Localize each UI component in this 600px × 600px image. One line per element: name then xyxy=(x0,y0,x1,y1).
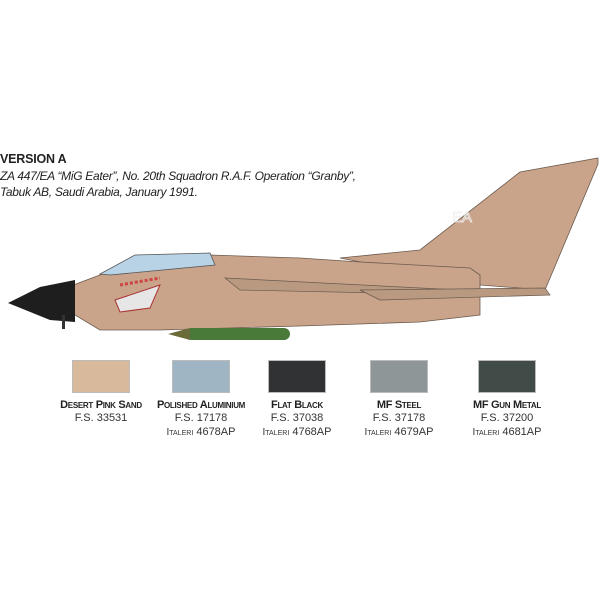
swatch-mf-gun-metal: MF Gun Metal F.S. 37200 Italeri 4681AP xyxy=(452,360,562,440)
tail-fin xyxy=(339,157,599,291)
description-line-1: ZA 447/EA “MiG Eater”, No. 20th Squadron… xyxy=(0,169,356,183)
fs-code: F.S. 17178 xyxy=(174,412,228,424)
italeri-code: Italeri 4679AP xyxy=(364,426,434,438)
version-description: ZA 447/EA “MiG Eater”, No. 20th Squadron… xyxy=(0,168,360,200)
color-chip xyxy=(72,360,130,393)
color-chip xyxy=(478,360,536,393)
color-chip xyxy=(268,360,326,393)
swatch-flat-black: Flat Black F.S. 37038 Italeri 4768AP xyxy=(242,360,352,440)
italeri-code: Italeri 4678AP xyxy=(166,426,236,438)
italeri-code: Italeri 4681AP xyxy=(472,426,542,438)
description-line-2: Tabuk AB, Saudi Arabia, January 1991. xyxy=(0,185,198,199)
fs-code: F.S. 33531 xyxy=(74,412,128,424)
bomb xyxy=(185,328,290,340)
fs-code: F.S. 37038 xyxy=(270,412,324,424)
color-chip xyxy=(370,360,428,393)
paint-name: Polished Aluminium xyxy=(156,399,246,411)
nose-radome xyxy=(8,280,75,322)
swatch-mf-steel: MF Steel F.S. 37178 Italeri 4679AP xyxy=(344,360,454,440)
swatch-polished-aluminium: Polished Aluminium F.S. 17178 Italeri 46… xyxy=(146,360,256,440)
tail-code: EA xyxy=(452,209,472,226)
paint-name: Flat Black xyxy=(271,399,323,411)
paint-name: MF Gun Metal xyxy=(473,399,541,411)
aircraft-illustration: EA xyxy=(8,157,599,340)
paint-name: MF Steel xyxy=(376,399,422,411)
shark-mouth xyxy=(114,284,161,313)
version-heading: VERSION A xyxy=(0,152,67,166)
horizontal-stabilizer xyxy=(359,287,551,301)
italeri-code: Italeri 4768AP xyxy=(262,426,332,438)
fs-code: F.S. 37178 xyxy=(372,412,426,424)
color-chip xyxy=(172,360,230,393)
fs-code: F.S. 37200 xyxy=(480,412,534,424)
swatch-desert-pink-sand: Desert Pink Sand F.S. 33531 xyxy=(46,360,156,425)
canopy xyxy=(98,252,216,276)
paint-name: Desert Pink Sand xyxy=(60,399,142,411)
